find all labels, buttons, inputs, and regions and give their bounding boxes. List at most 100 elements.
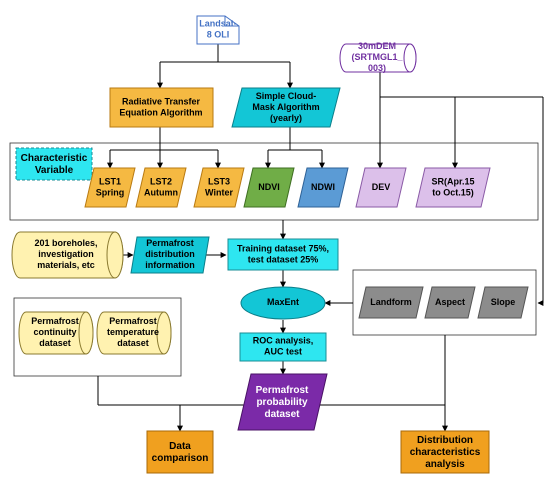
label-line: Slope [491,297,516,307]
label-line: Radiative Transfer [122,97,201,107]
label-line: LST2 [150,177,172,187]
label-line: Permafrost [31,316,79,326]
label-line: Spring [96,188,125,198]
label-line: Aspect [435,297,465,307]
label-line: Variable [35,165,74,176]
dem-node: 30mDEM(SRTMGL1_003) [339,41,417,73]
roc-label: ROC analysis,AUC test [253,336,314,357]
label-line: distribution [145,249,195,259]
label-line: LST1 [99,177,121,187]
label-line: 30mDEM [358,41,396,51]
landsat-node: Landsat-8 OLI [196,15,240,45]
characteristic-variable-group [9,142,539,221]
label-line: Permafrost [109,316,157,326]
label-line: Autumn [144,188,178,198]
roc-node: ROC analysis,AUC test [239,332,327,362]
label-line: test dataset 25% [248,255,319,265]
label-line: dataset [264,409,300,420]
label-line: Training dataset 75%, [237,244,329,254]
aspect-label: Aspect [435,297,465,307]
aspect-node: Aspect [424,286,476,319]
label-line: 8 OLI [207,30,230,40]
training-node: Training dataset 75%,test dataset 25% [227,238,339,271]
label-line: dataset [117,338,149,348]
label-line: Distribution [417,435,473,446]
label-line: ROC analysis, [253,336,314,346]
label-line: MaxEnt [267,297,299,307]
ndvi-node: NDVI [243,167,295,208]
landsat-label: Landsat-8 OLI [199,19,237,40]
label-line: LST3 [208,177,230,187]
scm-label: Simple Cloud-Mask Algorithm(yearly) [252,91,319,123]
label-line: information [145,260,195,270]
label-line: temperature [107,327,159,337]
dev-label: DEV [372,182,391,192]
label-line: Mask Algorithm [252,102,319,112]
ndwi-node: NDWI [297,167,349,208]
label-line: AUC test [264,347,302,357]
label-line: Landsat- [199,19,237,29]
label-line: probability [256,397,308,408]
dev-node: DEV [355,167,407,208]
dem-label: 30mDEM(SRTMGL1_003) [351,41,403,73]
label-line: Characteristic [21,153,88,164]
label-line: (yearly) [270,113,302,123]
label-line: analysis [425,459,465,470]
landform-label: Landform [370,297,412,307]
label-line: investigation [38,249,94,259]
label-line: (SRTMGL1_ [351,52,403,62]
label-line: Permafrost [256,385,309,396]
label-line: 201 boreholes, [34,238,97,248]
label-line: materials, etc [37,260,95,270]
label-line: Equation Algorithm [119,108,202,118]
maxent-label: MaxEnt [267,297,299,307]
label-line: NDWI [311,182,335,192]
label-line: Data [169,441,191,452]
label-line: Winter [205,188,233,198]
label-line: comparison [152,453,209,464]
label-line: 003) [368,63,386,73]
label-line: dataset [39,338,71,348]
label-line: Landform [370,297,412,307]
ndvi-label: NDVI [258,182,280,192]
training-label: Training dataset 75%,test dataset 25% [237,244,329,265]
label-line: to Oct.15) [432,188,474,198]
label-line: SR(Apr.15 [431,177,474,187]
label-line: Simple Cloud- [256,91,317,101]
slope-node: Slope [477,286,529,319]
ndwi-label: NDWI [311,182,335,192]
label-line: DEV [372,182,391,192]
label-line: NDVI [258,182,280,192]
label-line: characteristics [410,447,481,458]
label-line: continuity [34,327,77,337]
scm-node: Simple Cloud-Mask Algorithm(yearly) [231,87,341,128]
maxent-node: MaxEnt [240,286,326,320]
landform-node: Landform [358,286,424,319]
label-line: Permafrost [146,238,194,248]
